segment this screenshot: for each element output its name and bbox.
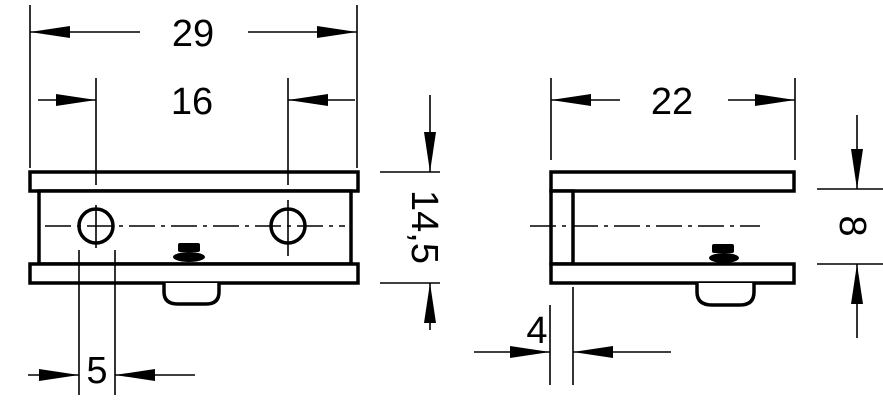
dimension-text: 22 [651,81,693,123]
clamp-tab [162,283,221,306]
dimension-5: 5 [28,250,195,395]
screw-head [173,243,205,262]
dimension-text: 29 [172,13,214,55]
dimension-8: 8 [817,115,883,338]
top-plate [549,170,796,193]
dimension-22: 22 [550,78,796,160]
dimension-text: 5 [86,350,107,392]
dimension-4: 4 [474,287,671,385]
bottom-plate [549,262,796,285]
dimension-text: 8 [831,215,873,236]
side-view [530,170,796,307]
top-plate [28,170,360,193]
back-wall [549,189,575,266]
dimension-text: 4 [526,310,547,352]
dimension-16: 16 [38,81,355,123]
dimension-text: 16 [171,81,213,123]
dimension-14-5: 14,5 [380,95,445,330]
dimension-29: 29 [29,5,358,168]
clamp-tab [695,283,756,307]
screw-head [709,244,739,263]
dimension-text: 14,5 [403,190,445,264]
front-view [28,78,360,306]
